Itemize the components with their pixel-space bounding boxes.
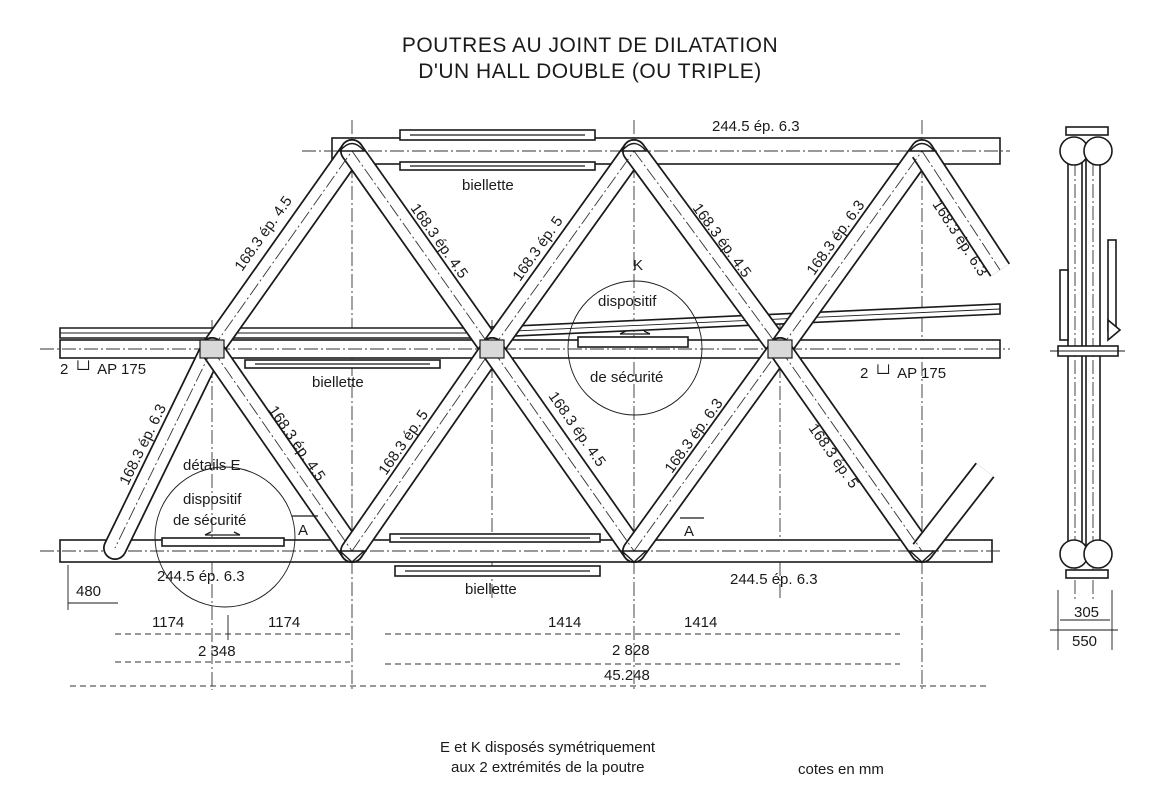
bottom-chord-label-left: 244.5 ép. 6.3 xyxy=(157,568,245,585)
detail-e-title: détails E xyxy=(183,457,241,474)
detail-k-text-2: de sécurité xyxy=(590,369,663,386)
title-line-1: POUTRES AU JOINT DE DILATATION xyxy=(402,34,778,57)
dim-1174-b: 1174 xyxy=(268,614,300,631)
note-line-1: E et K disposés symétriquement xyxy=(440,739,656,756)
top-chord-label: 244.5 ép. 6.3 xyxy=(712,118,800,135)
detail-e xyxy=(154,466,296,608)
biellette-mid-label: biellette xyxy=(312,374,364,391)
top-chord xyxy=(302,129,1010,171)
dim-305: 305 xyxy=(1074,604,1099,621)
mid-chord-label-left: 2 └┘ AP 175 xyxy=(60,360,146,378)
dim-550: 550 xyxy=(1072,633,1097,650)
side-view xyxy=(1050,126,1125,650)
section-a-markers xyxy=(292,515,704,519)
note-units: cotes en mm xyxy=(798,761,884,778)
dim-480: 480 xyxy=(76,583,101,600)
detail-k-title: K xyxy=(633,257,643,274)
detail-e-text-1: dispositif xyxy=(183,491,242,508)
upper-diagonals xyxy=(200,139,1011,361)
mid-chord-label-right: 2 └┘ AP 175 xyxy=(860,364,946,382)
detail-e-text-2: de sécurité xyxy=(173,512,246,529)
detail-k xyxy=(567,280,703,416)
biellette-bottom-label: biellette xyxy=(465,581,517,598)
dim-2348: 2 348 xyxy=(198,643,236,660)
dim-1414-a: 1414 xyxy=(548,614,581,631)
biellette-top-label: biellette xyxy=(462,177,514,194)
title-line-2: D'UN HALL DOUBLE (OU TRIPLE) xyxy=(418,60,762,83)
truss-nodes xyxy=(199,142,936,563)
dim-45248: 45.248 xyxy=(604,667,650,684)
bottom-chord-label-right: 244.5 ép. 6.3 xyxy=(730,571,818,588)
dimension-lines xyxy=(67,565,990,687)
lower-diagonals xyxy=(103,337,995,563)
bottom-chord xyxy=(40,533,1000,577)
note-line-2: aux 2 extrémités de la poutre xyxy=(451,759,644,776)
dim-2828: 2 828 xyxy=(612,642,650,659)
dim-1414-b: 1414 xyxy=(684,614,717,631)
section-a-left: A xyxy=(298,522,308,539)
detail-k-text-1: dispositif xyxy=(598,293,657,310)
dim-1174-a: 1174 xyxy=(152,614,184,631)
section-a-right: A xyxy=(684,523,694,540)
